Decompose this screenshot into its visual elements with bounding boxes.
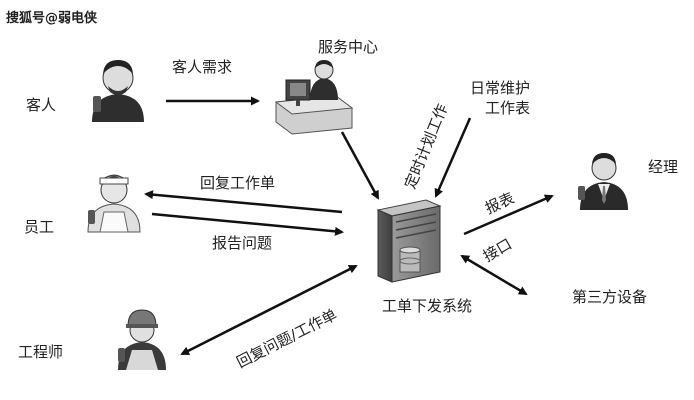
arrow-service-to-system (340, 131, 380, 200)
manager-figure-icon (578, 153, 628, 210)
engineer-label: 工程师 (18, 343, 63, 361)
arrow-system-third-party (460, 254, 528, 296)
edge-label-reply-work-order: 回复工作单 (200, 174, 275, 192)
edge-label-reply-issue-work-order: 回复问题/工作单 (234, 306, 340, 372)
edge-label-report-issue: 报告问题 (212, 234, 272, 252)
engineer-figure-icon (118, 309, 166, 370)
arrow-engineer-system (180, 264, 358, 356)
arrow-maintenance-to-system (434, 117, 472, 198)
staff-label: 员工 (24, 218, 54, 236)
watermark-text: 搜狐号@弱电侠 (6, 10, 98, 26)
server-icon (376, 199, 442, 283)
edge-label-interface: 接口 (480, 235, 515, 266)
system-label: 工单下发系统 (382, 297, 472, 315)
edge-label-customer-demand: 客人需求 (172, 58, 232, 76)
customer-label: 客人 (26, 96, 56, 114)
customer-figure-icon (92, 60, 144, 122)
arrow-system-to-staff (144, 190, 343, 214)
arrow-system-to-manager (463, 194, 554, 236)
arrow-staff-to-system (151, 212, 344, 236)
daily-maintenance-label-line2: 工作表 (485, 99, 530, 117)
staff-figure-icon (87, 174, 141, 233)
manager-label: 经理 (648, 158, 678, 176)
third-party-label: 第三方设备 (572, 288, 647, 306)
daily-maintenance-label-line1: 日常维护 (470, 79, 530, 97)
service-center-label: 服务中心 (318, 38, 378, 56)
service-center-icon (274, 60, 354, 135)
